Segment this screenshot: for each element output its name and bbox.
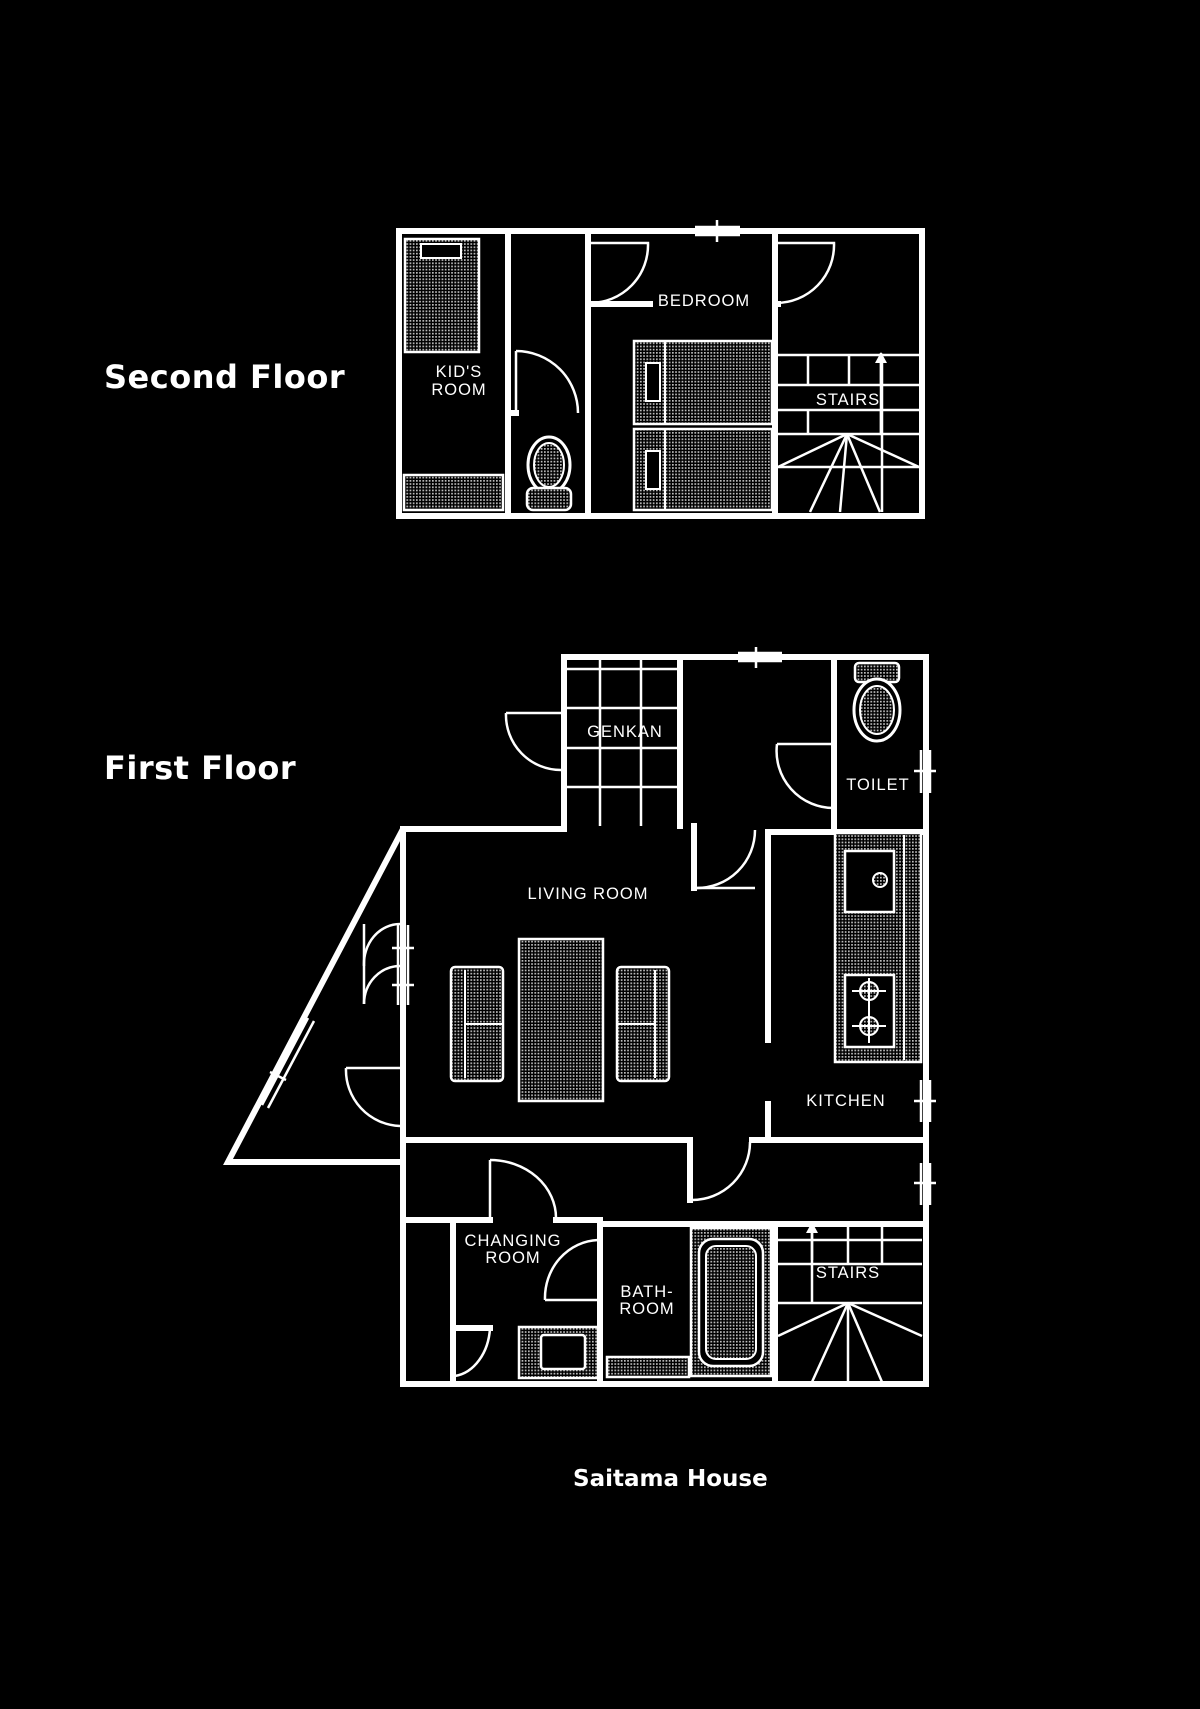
first-floor-title: First Floor — [104, 749, 297, 787]
window — [260, 1017, 316, 1109]
bathtub — [689, 1226, 773, 1378]
sofa-right — [615, 965, 671, 1083]
living-room-label: LIVING ROOM — [527, 885, 648, 903]
second-floor-outer-walls — [396, 228, 925, 519]
bathroom-label-2: ROOM — [619, 1300, 674, 1318]
toilet-label: TOILET — [846, 776, 909, 794]
storage-door — [454, 1326, 492, 1378]
second-floor-title: Second Floor — [104, 358, 346, 396]
changing-room-label-1: CHANGING — [465, 1232, 562, 1250]
living-room-side-door — [362, 922, 401, 1005]
bedroom-bed-bottom — [632, 427, 774, 512]
changing-room-label-2: ROOM — [485, 1249, 540, 1267]
toilet-icon — [525, 435, 573, 512]
second-floor-plan: KID'S ROOM BEDROOM STAIRS — [396, 220, 925, 519]
stairs-2f-label: STAIRS — [816, 391, 880, 409]
toilet-icon — [852, 661, 902, 743]
kids-bed — [403, 237, 481, 354]
kids-room-label-1: KID'S — [436, 363, 483, 381]
kitchen-label: KITCHEN — [806, 1092, 885, 1110]
toilet-room — [775, 657, 837, 829]
sofa-left — [449, 965, 505, 1083]
kids-desk — [402, 473, 505, 512]
dining-table — [517, 937, 605, 1103]
genkan-area — [561, 654, 683, 832]
first-floor-outer-walls — [223, 654, 929, 1387]
bedroom-bed-top — [632, 339, 774, 426]
kitchen-counter — [833, 831, 923, 1064]
window — [914, 1080, 936, 1122]
bedroom-label: BEDROOM — [658, 292, 750, 310]
window — [738, 647, 782, 668]
bathroom-label-1: BATH- — [620, 1283, 673, 1301]
washing-machine — [517, 1325, 600, 1380]
stairs-second-floor — [777, 352, 920, 513]
window — [914, 750, 936, 793]
entrance-door — [504, 711, 562, 772]
window — [695, 220, 740, 242]
bath-step — [605, 1355, 691, 1379]
bedroom-door-left — [589, 241, 650, 305]
up-arrow-icon — [806, 1222, 818, 1233]
up-arrow-icon — [875, 352, 887, 363]
kids-room-label-2: ROOM — [431, 381, 486, 399]
hall-door — [687, 1137, 752, 1203]
bathroom-door — [543, 1238, 599, 1302]
window — [914, 1163, 936, 1205]
wc-door — [514, 349, 580, 414]
changing-room-door — [488, 1158, 558, 1219]
first-floor-plan: GENKAN TOILET LIVING ROOM KITCHEN CHANGI… — [223, 647, 936, 1387]
stairs-1f-label: STAIRS — [816, 1264, 880, 1282]
stairs-first-floor — [777, 1222, 923, 1383]
house-caption: Saitama House — [573, 1466, 768, 1492]
genkan-label: GENKAN — [587, 723, 663, 741]
bedroom-door-right — [775, 241, 836, 305]
living-room-lower-door — [344, 1066, 401, 1128]
